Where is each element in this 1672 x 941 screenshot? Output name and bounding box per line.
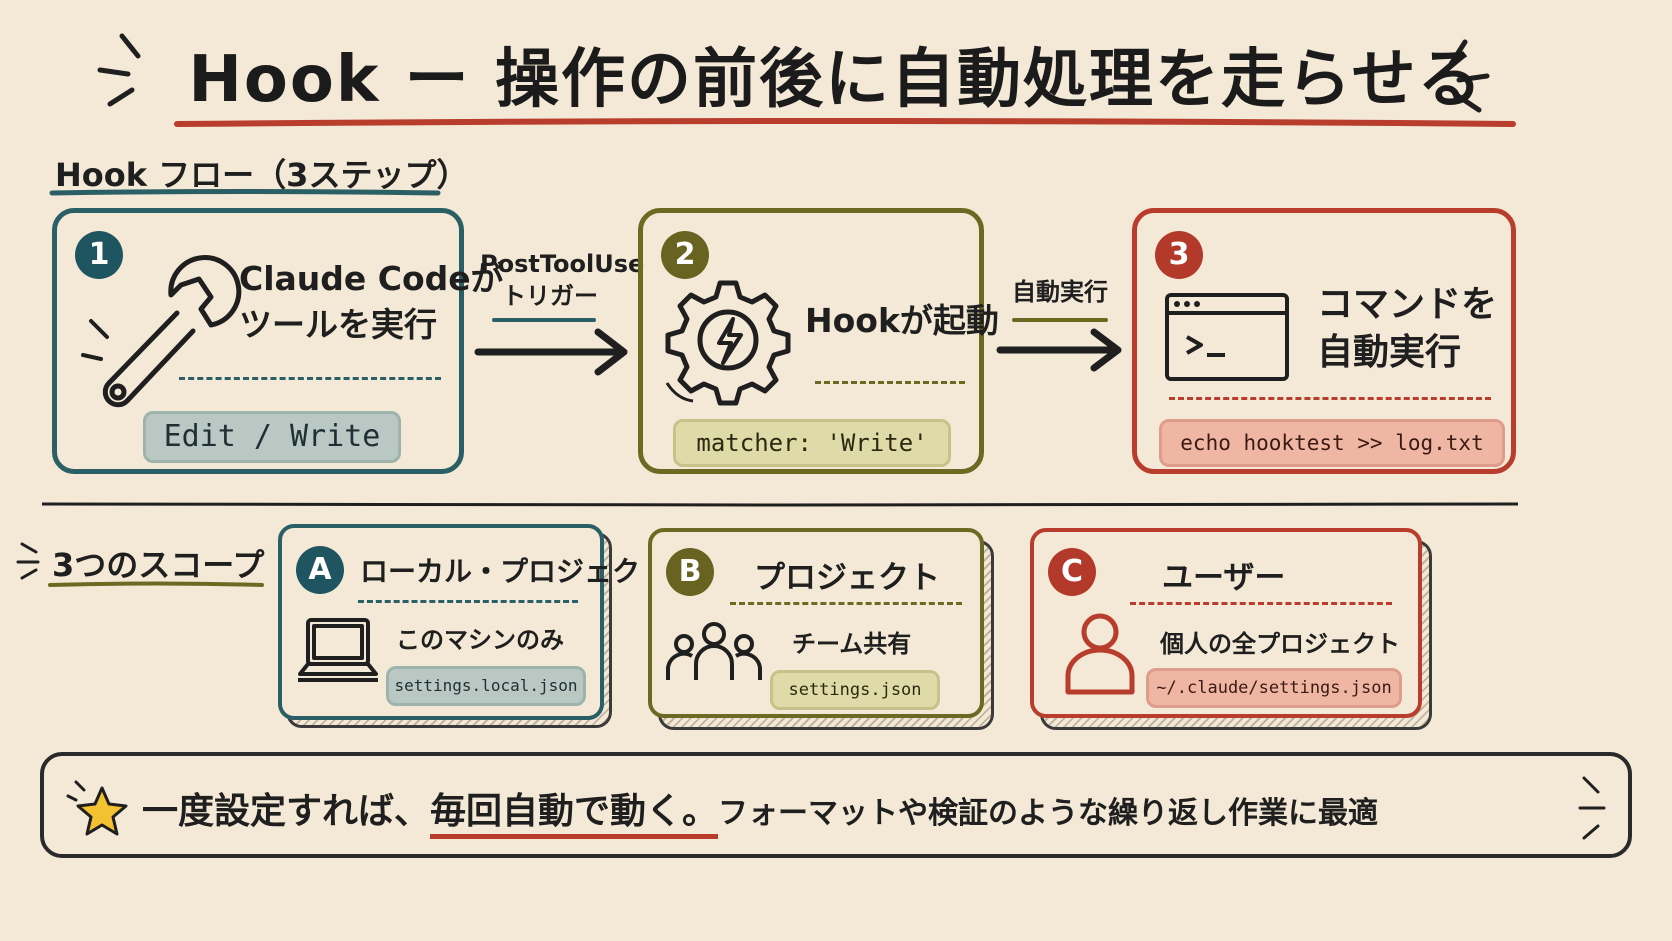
scope-b-file: settings.json — [770, 670, 940, 710]
step-2-divider — [815, 381, 965, 384]
page-title: Hook ー 操作の前後に自動処理を走らせる — [188, 43, 1484, 117]
star-icon — [66, 780, 128, 836]
arrow-1-label-line2: トリガー — [502, 282, 598, 310]
step-3-badge: 3 — [1155, 231, 1203, 279]
scope-a-title: ローカル・プロジェクト — [360, 555, 669, 588]
scope-b-badge: B — [666, 548, 714, 596]
step-1-code: Edit / Write — [143, 411, 401, 463]
flow-section-underline — [49, 189, 441, 196]
scope-c-badge: C — [1048, 548, 1096, 596]
step-1-divider — [179, 377, 441, 380]
scope-section-label: 3つのスコープ — [52, 546, 265, 584]
scope-c-divider — [1130, 602, 1392, 605]
user-icon — [1065, 613, 1135, 695]
scope-b-card: B プロジェクト チーム共有 settings.json — [648, 528, 984, 718]
scope-a-file: settings.local.json — [386, 666, 586, 706]
flow-section-label: Hook フロー（3ステップ） — [55, 156, 469, 194]
step-2-code: matcher: 'Write' — [673, 419, 951, 467]
section-divider — [41, 502, 1519, 507]
title-underline — [174, 118, 1516, 127]
step-3-divider — [1169, 397, 1491, 400]
scope-spark-icon — [16, 542, 40, 580]
footer-callout: 一度設定すれば、毎回自動で動く。フォーマットや検証のような繰り返し作業に最適 — [40, 752, 1632, 858]
scope-a-desc: このマシンのみ — [396, 626, 564, 654]
scope-c-desc: 個人の全プロジェクト — [1160, 630, 1400, 658]
scope-c-file: ~/.claude/settings.json — [1146, 668, 1402, 708]
scope-c-card: C ユーザー 個人の全プロジェクト ~/.claude/settings.jso… — [1030, 528, 1422, 718]
scope-b-title: プロジェクト — [754, 560, 940, 596]
scope-a-badge: A — [296, 546, 344, 594]
footer-text-pre: 一度設定すれば、 — [142, 791, 431, 832]
wrench-icon — [81, 255, 242, 408]
scope-b-desc: チーム共有 — [792, 630, 912, 658]
step-1-line1: Claude Codeが — [239, 259, 504, 298]
scope-a-card: A ローカル・プロジェクト このマシンのみ settings.local.jso… — [278, 524, 668, 720]
footer-text-post: フォーマットや検証のような繰り返し作業に最適 — [718, 796, 1379, 831]
step-3-line1: コマンドを — [1317, 284, 1498, 325]
step-1-card: 1 Claude Codeが ツールを実行 Edit / Write — [52, 208, 504, 474]
step-3-line2: 自動実行 — [1317, 332, 1462, 373]
step-1-line2: ツールを実行 — [239, 305, 437, 344]
scope-b-divider — [730, 602, 962, 605]
scope-a-divider — [358, 600, 578, 603]
terminal-icon — [1165, 293, 1289, 381]
scope-c-title: ユーザー — [1162, 560, 1286, 596]
gear-lightning-icon — [665, 280, 791, 406]
scope-section-underline — [48, 581, 264, 587]
step-1-badge: 1 — [75, 231, 123, 279]
step-2-line1: Hookが起動 — [805, 301, 999, 340]
arrow-1-label-line1: PostToolUse — [480, 250, 645, 278]
step-3-card: 3 コマンドを 自動実行 echo hooktest >> log.txt — [1132, 208, 1516, 474]
step-2-card: 2 Hookが起動 matcher: 'Write' — [638, 208, 999, 474]
arrow-2-icon — [996, 318, 1122, 372]
step-2-badge: 2 — [661, 231, 709, 279]
team-icon — [666, 622, 762, 680]
arrow-2-label: 自動実行 — [1012, 278, 1108, 306]
title-spark-right-icon — [1448, 39, 1490, 113]
arrow-1-icon — [474, 318, 628, 376]
title-spark-left-icon — [97, 33, 141, 107]
step-3-code: echo hooktest >> log.txt — [1159, 419, 1505, 467]
footer-text-emphasis: 毎回自動で動く。 — [430, 791, 719, 839]
footer-text: 一度設定すれば、毎回自動で動く。フォーマットや検証のような繰り返し作業に最適 — [142, 782, 1379, 839]
footer-spark-icon — [1578, 776, 1606, 840]
laptop-icon — [298, 618, 378, 682]
